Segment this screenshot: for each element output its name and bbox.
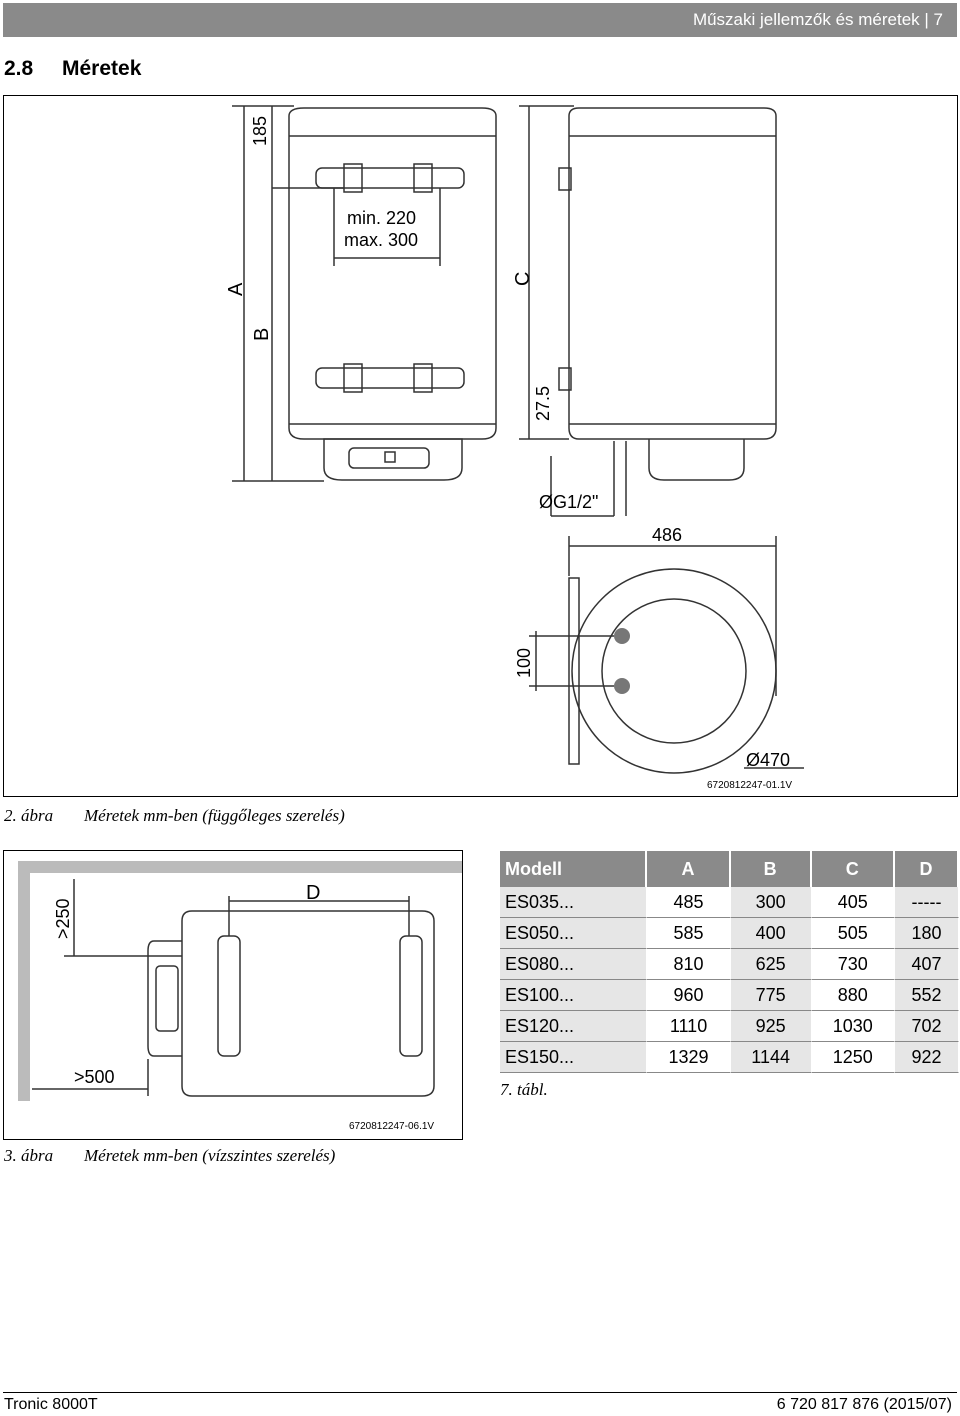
figure-vertical-mounting: 185 min. 220 max. 300 A B C 27.5 ØG1/2" … [3,95,958,797]
figure1-code: 6720812247-01.1V [707,780,792,791]
table-caption: 7. tábl. [500,1080,548,1099]
header-text: Műszaki jellemzők és méretek | 7 [692,10,943,29]
figure1-caption: 2. ábra Méretek mm-ben (függőleges szerel… [4,806,345,826]
section-title: 2.8 Méretek [4,57,141,81]
figure-horizontal-mounting: D >250 >500 6720812247-06.1V [3,850,463,1140]
col-header-d: D [894,851,959,887]
table-header-row: Modell A B C D [500,851,959,887]
figure1-caption-label: 2. ábra [4,806,54,825]
col-header-a: A [647,851,731,887]
table-cell: 922 [894,1042,959,1073]
table-cell: 505 [811,918,895,949]
col-header-c: C [811,851,895,887]
table-cell: ES100... [500,980,648,1011]
col-header-modell: Modell [500,851,648,887]
table-cell: 400 [730,918,812,949]
table-cell: ----- [894,887,959,918]
table-cell: 880 [811,980,895,1011]
dim-b: B [251,328,273,341]
footer-doc-number: 6 720 817 876 (2015/07) [776,1396,952,1413]
table-cell: 1329 [647,1042,731,1073]
table-cell: 1144 [730,1042,812,1073]
table-cell: 1110 [647,1011,731,1042]
table-cell: ES150... [500,1042,648,1073]
footer-product: Tronic 8000T [4,1396,98,1413]
table-cell: 585 [647,918,731,949]
table-cell: 1030 [811,1011,895,1042]
table-cell: 407 [894,949,959,980]
figure2-code: 6720812247-06.1V [349,1121,434,1132]
table-row: ES050... 585 400 505 180 [500,918,959,949]
dim-gt500: >500 [74,1067,115,1087]
table-cell: 405 [811,887,895,918]
table-cell: 625 [730,949,812,980]
table-cell: 925 [730,1011,812,1042]
table-cell: 730 [811,949,895,980]
col-header-b: B [730,851,812,887]
figure1-caption-text: Méretek mm-ben (függőleges szerelés) [84,806,345,825]
footer-divider [3,1392,957,1393]
table-row: ES035... 485 300 405 ----- [500,887,959,918]
table-row: ES080... 810 625 730 407 [500,949,959,980]
section-heading: Méretek [62,57,142,80]
figure2-caption-text: Méretek mm-ben (vízszintes szerelés) [84,1146,336,1165]
table-cell: 180 [894,918,959,949]
dim-c: C [512,272,534,286]
table-cell: 960 [647,980,731,1011]
table-cell: 485 [647,887,731,918]
figure2-caption-label: 3. ábra [4,1146,54,1165]
vertical-mounting-drawing: 185 min. 220 max. 300 A B C 27.5 ØG1/2" … [225,105,804,791]
section-number: 2.8 [4,57,34,80]
horizontal-mounting-drawing: D >250 >500 6720812247-06.1V [18,861,462,1132]
table-cell: ES080... [500,949,648,980]
table-row: ES120... 1110 925 1030 702 [500,1011,959,1042]
dim-27-5: 27.5 [533,386,553,421]
dim-470: Ø470 [746,750,790,770]
figure2-caption: 3. ábra Méretek mm-ben (vízszintes szerel… [4,1146,335,1166]
dim-max: max. 300 [344,230,418,250]
table-cell: 810 [647,949,731,980]
dimensions-table: Modell A B C D ES035... 485 300 405 ----… [500,851,959,1073]
dim-a: A [225,282,247,296]
table-cell: 300 [730,887,812,918]
table-cell: 552 [894,980,959,1011]
dim-185: 185 [250,116,270,146]
dim-486: 486 [652,525,682,545]
dim-d: D [306,882,320,904]
dim-100: 100 [514,648,534,678]
table-cell: ES120... [500,1011,648,1042]
table-cell: 775 [730,980,812,1011]
table-row: ES100... 960 775 880 552 [500,980,959,1011]
dim-min: min. 220 [347,208,416,228]
dim-gt250: >250 [53,898,73,939]
table-row: ES150... 1329 1144 1250 922 [500,1042,959,1073]
table-cell: ES050... [500,918,648,949]
header-bar: Műszaki jellemzők és méretek | 7 [3,3,957,37]
table-cell: ES035... [500,887,648,918]
table-cell: 1250 [811,1042,895,1073]
table-cell: 702 [894,1011,959,1042]
thread-label: ØG1/2" [539,492,598,512]
